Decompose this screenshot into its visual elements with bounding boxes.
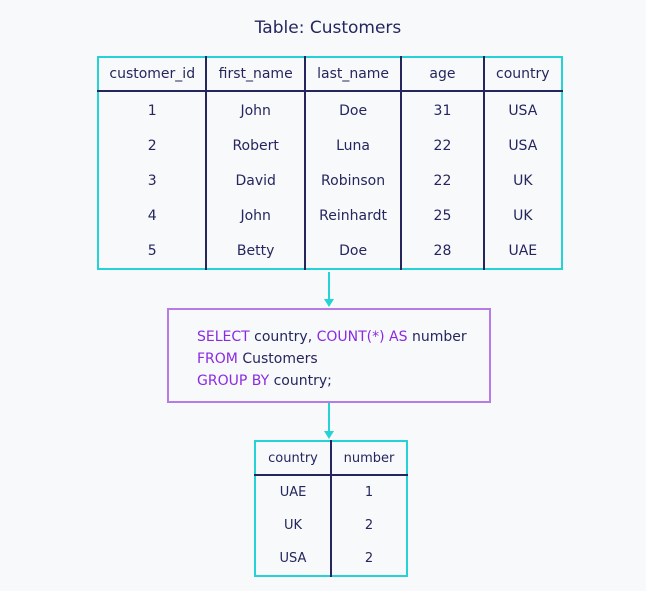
sql-text: number xyxy=(407,329,467,345)
customers-table: customer_id first_name last_name age cou… xyxy=(97,56,563,270)
table-cell: USA xyxy=(482,128,562,163)
table-cell: 22 xyxy=(400,163,484,198)
query-line-1: SELECT country, COUNT(*) AS number xyxy=(197,328,467,346)
table-cell: Reinhardt xyxy=(303,198,402,233)
table-row: USA 2 xyxy=(255,542,407,576)
table-cell: Robert xyxy=(205,128,305,163)
table-cell: Doe xyxy=(303,233,402,269)
table-cell: 4 xyxy=(147,207,157,224)
table-cell: 25 xyxy=(400,198,484,233)
table-cell: 5 xyxy=(147,242,157,259)
table-cell: John xyxy=(205,198,305,233)
column-header-country: country xyxy=(255,441,331,476)
table-cell: UK xyxy=(482,163,562,198)
flow-arrow-head xyxy=(324,299,334,307)
table-cell: Doe xyxy=(303,91,402,128)
table-row: 5 Betty Doe 28 UAE xyxy=(98,233,562,269)
table-cell: 22 xyxy=(400,128,484,163)
table-cell: John xyxy=(205,91,305,128)
sql-text: Customers xyxy=(237,351,318,367)
flow-arrow-line xyxy=(328,272,330,299)
table-cell: 28 xyxy=(400,233,484,269)
column-header-last-name: last_name xyxy=(303,57,402,92)
table-cell: 2 xyxy=(147,137,157,154)
table-cell: USA xyxy=(279,551,307,566)
sql-keyword: SELECT xyxy=(197,329,250,345)
table-cell: 3 xyxy=(147,172,157,189)
table-cell: UAE xyxy=(482,233,562,269)
table-row: UK 2 xyxy=(255,509,407,542)
table-header-row: country number xyxy=(255,441,407,476)
flow-arrow-line xyxy=(328,403,330,431)
table-cell: UAE xyxy=(279,485,307,500)
table-cell: 2 xyxy=(330,542,407,576)
column-header-country: country xyxy=(482,57,562,92)
table-cell: David xyxy=(205,163,305,198)
column-header-first-name: first_name xyxy=(205,57,305,92)
column-header-age: age xyxy=(400,57,484,92)
table-cell: UK xyxy=(283,518,303,533)
sql-keyword: FROM xyxy=(197,351,238,367)
sql-text: country, xyxy=(249,329,317,345)
query-line-3: GROUP BY country; xyxy=(197,372,332,390)
table-cell: 31 xyxy=(400,91,484,128)
query-line-2: FROM Customers xyxy=(197,350,318,368)
sql-query-box: SELECT country, COUNT(*) AS number FROM … xyxy=(167,308,491,403)
table-header-row: customer_id first_name last_name age cou… xyxy=(98,57,562,92)
table-cell: Robinson xyxy=(303,163,402,198)
table-cell: 2 xyxy=(330,509,407,542)
sql-text: country; xyxy=(269,373,332,389)
column-header-number: number xyxy=(330,441,407,476)
table-cell: USA xyxy=(482,91,562,128)
table-cell: 1 xyxy=(330,475,407,509)
table-row: 4 John Reinhardt 25 UK xyxy=(98,198,562,233)
table-cell: UK xyxy=(482,198,562,233)
sql-keyword: GROUP BY xyxy=(197,373,270,389)
table-row: 1 John Doe 31 USA xyxy=(98,91,562,128)
diagram-title: Table: Customers xyxy=(254,18,402,38)
column-header-customer-id: customer_id xyxy=(98,57,207,92)
result-table: country number UAE 1 UK 2 USA 2 xyxy=(254,440,408,577)
table-row: 3 David Robinson 22 UK xyxy=(98,163,562,198)
sql-keyword: COUNT(*) AS xyxy=(316,329,408,345)
table-cell: Betty xyxy=(205,233,305,269)
table-cell: 1 xyxy=(147,102,157,119)
table-cell: Luna xyxy=(303,128,402,163)
table-row: 2 Robert Luna 22 USA xyxy=(98,128,562,163)
table-row: UAE 1 xyxy=(255,475,407,509)
flow-arrow-head xyxy=(324,431,334,439)
